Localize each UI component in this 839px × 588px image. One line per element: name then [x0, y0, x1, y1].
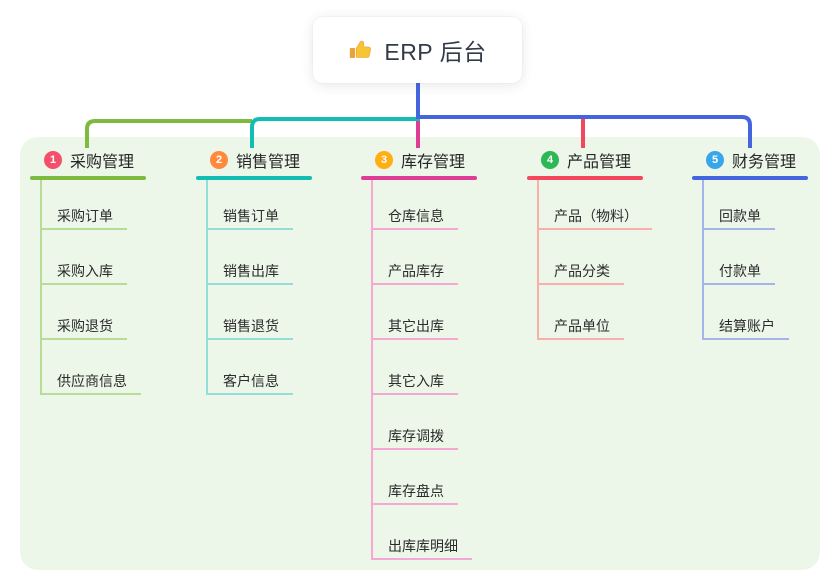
category-underline — [361, 176, 477, 180]
tree-item[interactable]: 库存调拨 — [371, 424, 458, 450]
tree-vertical-line — [206, 180, 208, 395]
tree-item[interactable]: 其它入库 — [371, 369, 458, 395]
category-underline — [196, 176, 312, 180]
category-column-3: 3 库存管理 仓库信息产品库存其它出库其它入库库存调拨库存盘点出库库明细 — [361, 147, 521, 560]
tree-item[interactable]: 客户信息 — [206, 369, 293, 395]
tree-item[interactable]: 采购退货 — [40, 314, 127, 340]
tree-item[interactable]: 产品单位 — [537, 314, 624, 340]
tree-item[interactable]: 付款单 — [702, 259, 775, 285]
category-underline — [30, 176, 146, 180]
category-column-5: 5 财务管理 回款单付款单结算账户 — [692, 147, 839, 340]
tree-item[interactable]: 采购订单 — [40, 204, 127, 230]
tree-item[interactable]: 销售订单 — [206, 204, 293, 230]
branches-panel — [20, 137, 820, 570]
tree-item[interactable]: 销售出库 — [206, 259, 293, 285]
tree-vertical-line — [537, 180, 539, 340]
category-title: 财务管理 — [732, 154, 797, 171]
tree-item[interactable]: 采购入库 — [40, 259, 127, 285]
category-title: 产品管理 — [567, 154, 632, 171]
category-number-badge: 3 — [375, 151, 393, 169]
tree-vertical-line — [371, 180, 373, 560]
category-number-badge: 1 — [44, 151, 62, 169]
category-underline — [527, 176, 643, 180]
category-title: 库存管理 — [401, 154, 466, 171]
category-node[interactable]: 2 销售管理 — [196, 147, 356, 173]
tree-item[interactable]: 其它出库 — [371, 314, 458, 340]
category-node[interactable]: 3 库存管理 — [361, 147, 521, 173]
category-number-badge: 5 — [706, 151, 724, 169]
category-title: 销售管理 — [236, 154, 301, 171]
category-node[interactable]: 5 财务管理 — [692, 147, 839, 173]
category-number-badge: 2 — [210, 151, 228, 169]
root-node-erp[interactable]: ERP 后台 — [313, 17, 522, 83]
category-column-2: 2 销售管理 销售订单销售出库销售退货客户信息 — [196, 147, 356, 395]
tree-item[interactable]: 供应商信息 — [40, 369, 141, 395]
category-title: 采购管理 — [70, 154, 135, 171]
root-node-label: ERP 后台 — [384, 39, 487, 65]
category-number-badge: 4 — [541, 151, 559, 169]
category-node[interactable]: 4 产品管理 — [527, 147, 687, 173]
category-column-1: 1 采购管理 采购订单采购入库采购退货供应商信息 — [30, 147, 190, 395]
tree-item[interactable]: 库存盘点 — [371, 479, 458, 505]
category-underline — [692, 176, 808, 180]
tree-item[interactable]: 产品分类 — [537, 259, 624, 285]
tree-item[interactable]: 产品（物料） — [537, 204, 652, 230]
tree-vertical-line — [40, 180, 42, 395]
tree-item[interactable]: 销售退货 — [206, 314, 293, 340]
tree-vertical-line — [702, 180, 704, 340]
category-column-4: 4 产品管理 产品（物料） 产品分类产品单位 — [527, 147, 687, 340]
tree-item[interactable]: 出库库明细 — [371, 534, 472, 560]
tree-item[interactable]: 结算账户 — [702, 314, 789, 340]
tree-item[interactable]: 产品库存 — [371, 259, 458, 285]
tree-item[interactable]: 回款单 — [702, 204, 775, 230]
category-node[interactable]: 1 采购管理 — [30, 147, 190, 173]
thumbs-up-icon — [348, 37, 374, 63]
tree-item[interactable]: 仓库信息 — [371, 204, 458, 230]
